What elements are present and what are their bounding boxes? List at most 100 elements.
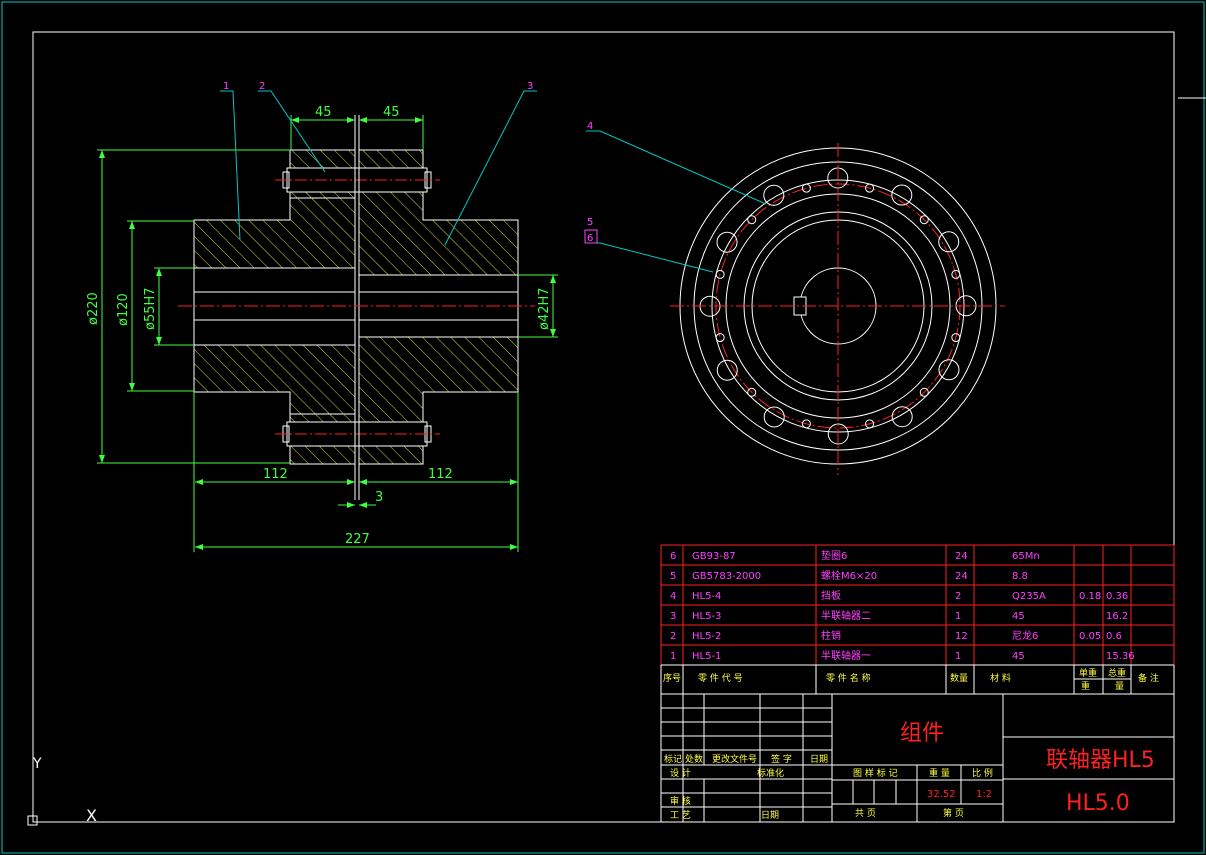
bom-cell-qty: 1 bbox=[955, 651, 961, 662]
tb-places: 处数 bbox=[685, 753, 703, 765]
dim-dia-220: ø220 bbox=[86, 292, 101, 325]
bolt-hole bbox=[747, 387, 757, 397]
tb-change-doc: 更改文件号 bbox=[712, 753, 757, 765]
bom-header-name: 零 件 名 称 bbox=[826, 672, 871, 684]
tb-sheet-no: 第 页 bbox=[943, 807, 964, 819]
dim-dia-120: ø120 bbox=[116, 293, 131, 326]
bolt-hole bbox=[801, 183, 811, 193]
bom-cell-code: GB93-87 bbox=[692, 551, 736, 562]
title-block: 标记 处数 更改文件号 签 字 日期 设 计 标准化 审 核 工 艺 日期 图 … bbox=[660, 693, 1175, 823]
bom-cell-unit_w: 0.18 bbox=[1079, 591, 1101, 602]
bom-cell-seq: 2 bbox=[670, 631, 676, 642]
bom-cell-seq: 5 bbox=[670, 571, 676, 582]
bolt-hole bbox=[951, 333, 961, 343]
bom-cell-code: HL5-3 bbox=[692, 611, 721, 622]
tb-scale: 1:2 bbox=[976, 789, 992, 800]
label-3: 3 bbox=[527, 81, 533, 92]
bom-cell-qty: 2 bbox=[955, 591, 961, 602]
bom-cell-qty: 24 bbox=[955, 551, 968, 562]
bom-cell-name: 垫圈6 bbox=[821, 549, 847, 562]
pin-top bbox=[275, 167, 440, 193]
bom-cell-seq: 4 bbox=[670, 591, 676, 602]
bom-cell-code: HL5-2 bbox=[692, 631, 721, 642]
bom-cell-total_w: 16.2 bbox=[1106, 611, 1128, 622]
bom-cell-material: 8.8 bbox=[1012, 571, 1028, 582]
dim-112-right: 112 bbox=[428, 467, 453, 482]
label-2: 2 bbox=[259, 81, 265, 92]
bolt-hole bbox=[865, 183, 875, 193]
bom-cell-qty: 24 bbox=[955, 571, 968, 582]
pin-bump bbox=[938, 231, 960, 253]
bom-cell-material: 尼龙6 bbox=[1012, 629, 1038, 642]
bolt-hole bbox=[919, 387, 929, 397]
section-view: 45 45 ø220 ø120 ø55H7 ø42H7 112 112 3 22… bbox=[86, 81, 558, 552]
tb-design: 设 计 bbox=[670, 767, 691, 779]
dim-112-left: 112 bbox=[263, 467, 288, 482]
bolt-holes bbox=[715, 183, 961, 429]
tb-sign: 签 字 bbox=[771, 753, 792, 765]
bolt-hole bbox=[715, 333, 725, 343]
pin-bump bbox=[827, 423, 849, 445]
tb-assembly: 组件 bbox=[900, 721, 944, 746]
tb-review: 审 核 bbox=[670, 795, 691, 807]
bom-header-w-b: 量 bbox=[1115, 681, 1124, 692]
bolt-hole bbox=[919, 215, 929, 225]
bom-header-unit-w: 单重 bbox=[1079, 667, 1097, 679]
tb-total-sheets: 共 页 bbox=[855, 808, 876, 819]
tb-mark: 标记 bbox=[664, 753, 682, 765]
bolt-hole bbox=[865, 419, 875, 429]
right-hub bbox=[358, 149, 519, 465]
pin-bump bbox=[763, 406, 785, 428]
bom-cell-name: 柱销 bbox=[821, 629, 841, 642]
bom-cell-seq: 3 bbox=[670, 611, 676, 622]
bom-cell-total_w: 15.36 bbox=[1106, 651, 1135, 662]
bom-cell-qty: 12 bbox=[955, 631, 968, 642]
drawing-border bbox=[32, 31, 1175, 823]
bolt-hole bbox=[747, 215, 757, 225]
bom-cell-unit_w: 0.05 bbox=[1079, 631, 1101, 642]
dim-45-right: 45 bbox=[383, 105, 400, 120]
dim-227: 227 bbox=[345, 532, 370, 547]
bom-header-remark: 备 注 bbox=[1138, 672, 1159, 684]
ucs-x: X bbox=[86, 806, 97, 825]
tb-process: 工 艺 bbox=[670, 810, 691, 821]
pin-bump bbox=[763, 184, 785, 206]
bom-cell-material: Q235A bbox=[1012, 591, 1046, 602]
tb-date: 日期 bbox=[810, 754, 828, 765]
left-hub bbox=[193, 197, 356, 415]
bolt-hole bbox=[801, 419, 811, 429]
pin-bottom bbox=[275, 421, 440, 447]
bom-cell-name: 螺栓M6×20 bbox=[821, 569, 877, 582]
bom-header-material: 材 料 bbox=[990, 672, 1011, 684]
pin-bump bbox=[955, 295, 977, 317]
bom-header-code: 零 件 代 号 bbox=[698, 672, 743, 684]
pin-bump bbox=[938, 359, 960, 381]
pin-bump bbox=[891, 406, 913, 428]
tb-stage-mark: 图 样 标 记 bbox=[853, 767, 898, 779]
bom-cell-total_w: 0.6 bbox=[1106, 631, 1122, 642]
tb-date2: 日期 bbox=[761, 810, 779, 821]
bom-cell-material: 65Mn bbox=[1012, 551, 1040, 562]
bom-cell-seq: 6 bbox=[670, 551, 676, 562]
pin-bump bbox=[716, 231, 738, 253]
bom-cell-name: 半联轴器一 bbox=[821, 649, 871, 662]
bom-cell-seq: 1 bbox=[670, 651, 676, 662]
bom-header-total-w: 总重 bbox=[1108, 667, 1126, 679]
bom-cell-name: 挡板 bbox=[821, 589, 841, 602]
tb-name: 联轴器HL5 bbox=[1046, 748, 1155, 773]
bom-cell-name: 半联轴器二 bbox=[821, 609, 871, 622]
label-1: 1 bbox=[223, 81, 229, 92]
bom-cell-code: HL5-1 bbox=[692, 651, 721, 662]
label-5: 5 bbox=[587, 217, 593, 228]
bom-cell-material: 45 bbox=[1012, 651, 1025, 662]
dim-dia-55h7: ø55H7 bbox=[143, 287, 158, 330]
tb-weight-label: 重 量 bbox=[929, 767, 950, 779]
bom-cell-qty: 1 bbox=[955, 611, 961, 622]
tb-weight: 32.52 bbox=[927, 789, 956, 800]
dim-dia-42h7: ø42H7 bbox=[537, 287, 552, 330]
dim-gap-3: 3 bbox=[375, 490, 383, 505]
bom-header-qty: 数量 bbox=[950, 672, 968, 684]
bom-cell-material: 45 bbox=[1012, 611, 1025, 622]
